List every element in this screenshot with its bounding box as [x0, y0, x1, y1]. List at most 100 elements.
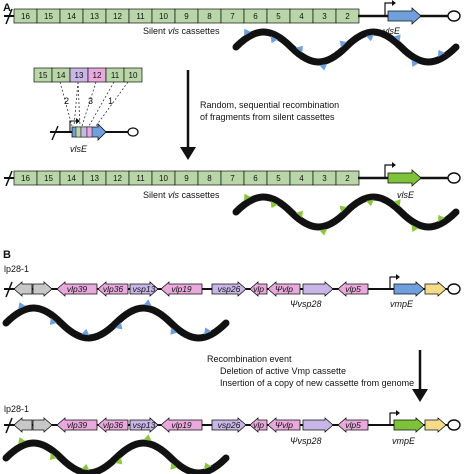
- vmp-cassette-6-label: Ψvlp: [275, 420, 293, 430]
- cassette-label: 7: [230, 12, 235, 21]
- cassette-label: 12: [113, 174, 122, 183]
- vmpe-label-top: vmpE: [390, 299, 414, 309]
- cassette-label: 5: [276, 174, 281, 183]
- cassette-label: 10: [159, 12, 168, 21]
- blue-spike: [18, 302, 26, 310]
- vmp-cassette-0: [56, 281, 98, 297]
- blue-antigen-spikes: [244, 28, 445, 71]
- vmp-cassette-5-label: vlp: [253, 420, 264, 430]
- vmp-cassette-0-label: vlp39: [67, 420, 88, 430]
- vmp-cassette-6: [267, 281, 301, 297]
- cassette-label: 9: [184, 12, 189, 21]
- green-spike: [296, 210, 303, 218]
- blue-spike: [438, 49, 445, 58]
- blue-spike: [244, 28, 251, 36]
- plasmid-label-bottom: lp28-1: [4, 404, 29, 414]
- vlse-construct-small: [50, 118, 139, 141]
- blue-spike: [339, 40, 347, 48]
- blue-vmp-spikes: [18, 299, 212, 336]
- vlse-arrow-green: [387, 169, 422, 187]
- vmp-cassette-6-label: Ψvlp: [275, 284, 293, 294]
- yellow-gene-arrow: [424, 417, 447, 433]
- vmp-cassette-1: [97, 417, 129, 433]
- green-vmp-spikes: [18, 434, 212, 471]
- vmpe-label-bottom: vmpE: [392, 436, 416, 446]
- blue-spike: [143, 299, 152, 306]
- cassette-label: 14: [67, 12, 76, 21]
- vmpe-arrow: [393, 417, 425, 433]
- plasmid-label-top: lp28-1: [4, 264, 29, 274]
- psi-vsp28-arrow: [302, 281, 334, 297]
- promoter-arrow-icon: [69, 120, 78, 132]
- vmp-cassette-3-label: vlp19: [171, 284, 192, 294]
- green-spike: [170, 462, 178, 470]
- hairpin-end-icon: [447, 10, 461, 22]
- blue-spike: [365, 34, 374, 42]
- cassette-label: 11: [136, 12, 145, 21]
- vmp-cassette-7: [337, 281, 369, 297]
- cassette-label: 16: [21, 174, 30, 183]
- vmp-cassette-4: [211, 281, 247, 297]
- green-spike: [270, 200, 278, 209]
- cassette-label: 14: [57, 71, 66, 80]
- green-spike: [18, 437, 26, 445]
- cassette-label: 11: [111, 71, 120, 80]
- vmp-cassette-5: [249, 417, 268, 433]
- silent-cassettes-label-bottom: Silent vls cassettes: [143, 190, 220, 200]
- green-spike: [365, 199, 374, 207]
- green-spike: [49, 452, 57, 460]
- cassette-label: 11: [136, 174, 145, 183]
- promoter-arrow-icon: [389, 412, 398, 425]
- cassette-label: 13: [75, 71, 84, 80]
- blue-spike: [411, 59, 419, 67]
- vlse-protein-wave-green: [232, 193, 460, 231]
- event-line-2: Insertion of a copy of new cassette from…: [220, 378, 414, 388]
- vmp-protein-wave-blue: [2, 304, 230, 342]
- vmp-cassette-0: [56, 417, 98, 433]
- psi-vsp28-arrow: [302, 417, 334, 433]
- cassette-label: 2: [345, 12, 350, 21]
- vmp-cassette-3: [160, 417, 203, 433]
- event-title: Recombination event: [207, 354, 292, 364]
- cassette-label: 14: [67, 174, 76, 183]
- cassette-label: 2: [345, 174, 350, 183]
- vmp-cassette-0-label: vlp39: [67, 284, 88, 294]
- process-line-1: Random, sequential recombination: [200, 100, 339, 110]
- process-line-2: of fragments from silent cassettes: [200, 112, 335, 122]
- vmp-cassette-7: [337, 417, 369, 433]
- cassette-label: 8: [207, 12, 212, 21]
- panel-a-label: A: [3, 2, 11, 14]
- yellow-gene-arrow: [424, 281, 447, 297]
- vmp-cassette-2-label: vsp13: [133, 420, 156, 430]
- blue-spike: [296, 45, 303, 53]
- green-spike: [204, 462, 212, 470]
- vmp-cassette-7-label: vlp5: [345, 284, 361, 294]
- cassette-label: 4: [299, 12, 304, 21]
- green-spike: [244, 193, 251, 201]
- zoom-dashed-lines: [59, 81, 129, 127]
- vmp-cassette-4: [211, 417, 247, 433]
- telomere-end-mark: [5, 8, 13, 25]
- cassette-label: 3: [322, 12, 327, 21]
- blue-spike: [393, 34, 401, 42]
- cassette-label: 7: [230, 174, 235, 183]
- vlse-label-bottom: vlsE: [397, 190, 415, 200]
- blue-spike: [170, 327, 178, 335]
- event-line-1: Deletion of active Vmp cassette: [220, 366, 346, 376]
- psi-vsp28-label-bottom: Ψvsp28: [290, 436, 322, 446]
- green-spike: [81, 463, 90, 471]
- silent-cassettes-label: Silent vls cassettes: [143, 26, 220, 36]
- gray-gene-arrow: [13, 281, 33, 297]
- cassette-label: 15: [39, 71, 48, 80]
- vmp-cassette-2-label: vsp13: [133, 284, 156, 294]
- vmp-cassette-5-label: vlp: [253, 284, 264, 294]
- vmp-cassette-1-label: vlp36: [103, 420, 124, 430]
- psi-vsp28-label-top: Ψvsp28: [290, 299, 322, 309]
- vmp-cassette-6: [267, 417, 301, 433]
- vlse-protein-wave-blue: [232, 28, 460, 66]
- cassette-label: 13: [90, 174, 99, 183]
